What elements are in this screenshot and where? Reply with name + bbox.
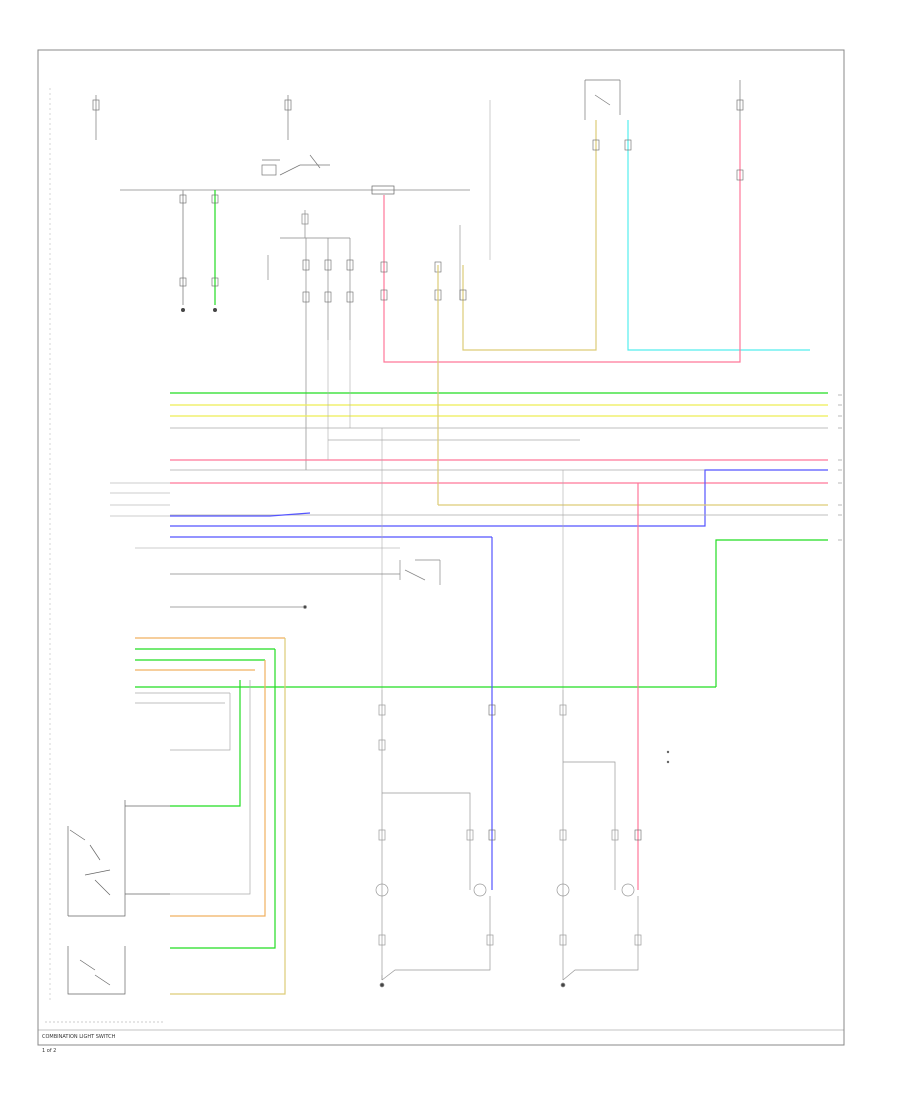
bus-connector xyxy=(371,185,395,195)
page-number: 1 of 2 xyxy=(42,1048,56,1054)
harness-left-stubs xyxy=(110,482,400,549)
footer-title: COMBINATION LIGHT SWITCH xyxy=(42,1034,116,1040)
blue-connector xyxy=(488,704,496,716)
harness-green-right xyxy=(715,539,828,687)
cyan-wire-top xyxy=(627,120,810,351)
harness-blue-top xyxy=(170,469,828,527)
blue-connector-2 xyxy=(488,829,496,841)
return-gray-1 xyxy=(170,693,231,751)
return-green-2 xyxy=(170,680,241,807)
red-connector xyxy=(634,829,642,841)
ground-drops-left xyxy=(179,190,219,312)
lamp-right-1 xyxy=(556,690,642,988)
right-edge-ticks xyxy=(838,394,842,541)
harness-blue-2 xyxy=(170,512,311,517)
return-tan xyxy=(170,638,286,995)
top-connectors xyxy=(302,139,744,303)
return-green-1 xyxy=(170,649,276,949)
lamp-left-1 xyxy=(375,690,494,988)
diagram-border xyxy=(37,49,845,1046)
return-orange xyxy=(170,660,266,917)
headlight-switch-top xyxy=(584,79,744,120)
combination-switch-box xyxy=(67,800,170,995)
red-wire-right xyxy=(383,120,741,363)
tan-wire-top xyxy=(462,120,597,351)
return-gray-2 xyxy=(170,680,251,895)
harness-gray-verticals xyxy=(327,340,564,690)
fuse-group-left xyxy=(92,95,330,176)
relay-mid xyxy=(170,559,441,609)
fuse-cluster-middle xyxy=(267,210,351,470)
legend-markers xyxy=(666,750,670,764)
